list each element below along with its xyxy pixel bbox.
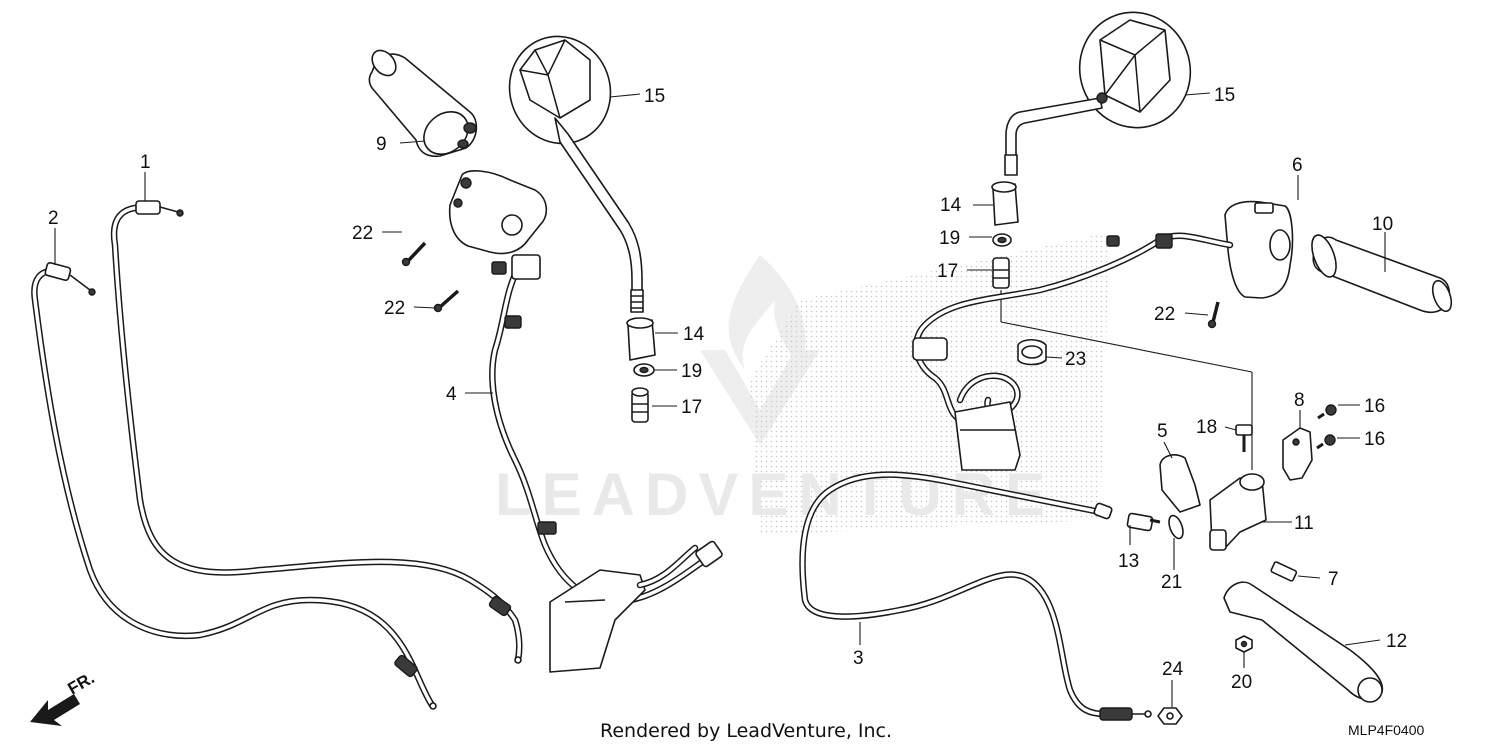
callout-7: 7 — [1328, 569, 1339, 590]
left-handlebar-switch — [448, 170, 723, 673]
callout-17-right: 17 — [937, 261, 958, 282]
watermark-text: LEADVENTURE — [495, 461, 1055, 528]
callout-17-left: 17 — [681, 397, 702, 418]
leader-lines — [54, 92, 1386, 707]
callout-19-right: 19 — [939, 228, 960, 249]
callout-22-right: 22 — [1154, 304, 1175, 325]
callout-22-lower-left: 22 — [384, 298, 405, 319]
callout-12: 12 — [1386, 631, 1407, 652]
callout-9: 9 — [376, 134, 387, 155]
right-mirror — [1004, 11, 1192, 176]
left-mirror — [508, 35, 644, 313]
callout-21: 21 — [1161, 572, 1182, 593]
right-handlebar-switch — [912, 200, 1294, 471]
diagram-code: MLP4F0400 — [1348, 722, 1424, 738]
throttle-cable-2 — [31, 261, 437, 710]
callout-14-right: 14 — [940, 195, 962, 216]
callout-19-left: 19 — [681, 361, 702, 382]
front-label: FR. — [65, 668, 98, 698]
callout-23: 23 — [1065, 349, 1086, 370]
callout-20: 20 — [1231, 672, 1252, 693]
callout-3: 3 — [853, 648, 864, 669]
clutch-cable — [799, 471, 1152, 721]
callout-18: 18 — [1196, 417, 1217, 438]
watermark: LEADVENTURE — [495, 232, 1110, 535]
callout-10: 10 — [1372, 214, 1393, 235]
harness-clip — [1017, 338, 1047, 366]
callout-14-left: 14 — [683, 324, 705, 345]
small-hardware — [1126, 404, 1337, 540]
clutch-lever-assembly — [1159, 427, 1384, 703]
callout-11: 11 — [1294, 513, 1314, 534]
callout-24: 24 — [1162, 659, 1184, 680]
render-credit: Rendered by LeadVenture, Inc. — [600, 720, 892, 742]
front-direction-indicator: FR. — [30, 668, 98, 726]
callout-16-upper: 16 — [1364, 396, 1385, 417]
callout-numbers: 1 2 3 4 5 6 7 8 9 10 11 12 13 14 14 15 1… — [48, 85, 1407, 693]
callout-8: 8 — [1294, 390, 1305, 411]
watermark-logo-icon — [700, 255, 820, 445]
callout-13: 13 — [1118, 551, 1139, 572]
right-mount-parts — [991, 181, 1253, 470]
right-screw — [1207, 301, 1220, 329]
front-arrow-icon — [30, 694, 80, 726]
callout-15-left: 15 — [644, 86, 665, 107]
left-mount-parts — [626, 317, 656, 423]
callout-6: 6 — [1292, 155, 1303, 176]
nut — [1157, 707, 1183, 725]
callout-15-right: 15 — [1214, 85, 1235, 106]
left-grip — [368, 49, 478, 158]
left-screws — [401, 241, 460, 313]
callout-16-lower: 16 — [1364, 429, 1385, 450]
throttle-cable-1 — [110, 200, 523, 664]
callout-5: 5 — [1157, 421, 1168, 442]
callout-22-upper-left: 22 — [352, 223, 373, 244]
callout-4: 4 — [446, 384, 457, 405]
callout-1: 1 — [140, 152, 151, 173]
right-grip — [1311, 234, 1453, 314]
callout-2: 2 — [48, 208, 59, 229]
